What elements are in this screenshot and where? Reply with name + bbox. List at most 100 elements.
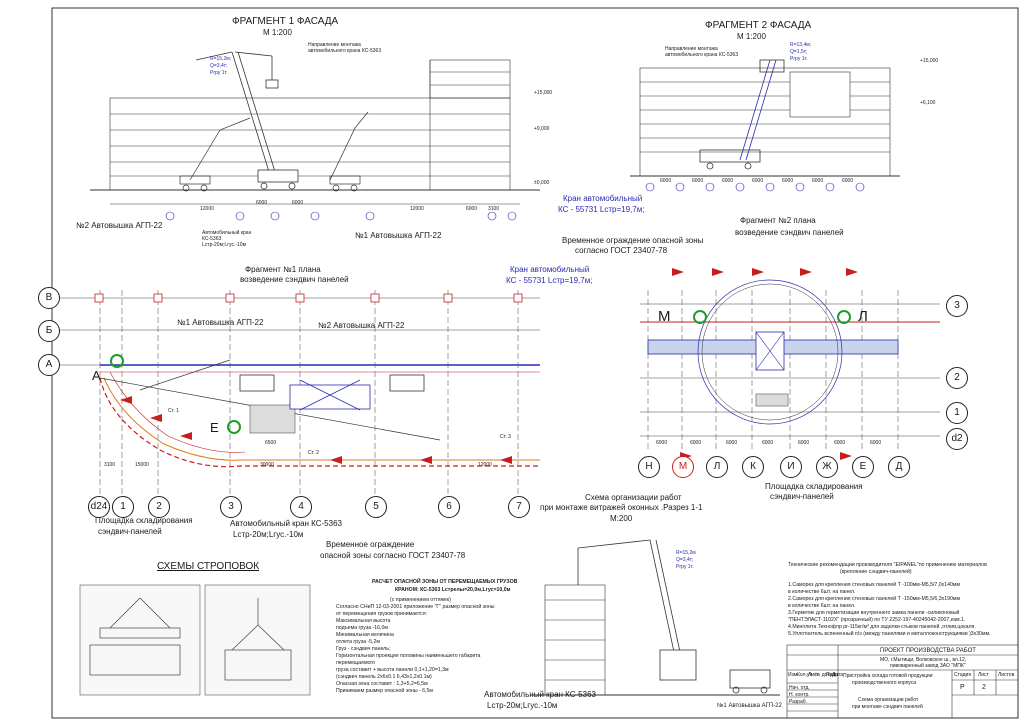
titleblock-col: Кол.уч <box>797 672 812 678</box>
plan2-row-axis: 2 <box>946 367 968 389</box>
notes-line: "ПЕНТЭЛАСТ-1102Х" (прозрачный) по ТУ 225… <box>788 617 966 623</box>
titleblock-role: Н. контр. <box>789 692 810 698</box>
plan2-dim: 6000 <box>690 440 702 446</box>
titleblock-col: Изм. <box>788 672 799 678</box>
plan1-crane-label: Автомобильный кран КС-5363 <box>230 519 342 528</box>
facade1-building <box>90 59 540 205</box>
facade2-crane-label: Кран автомобильный <box>563 194 643 203</box>
titleblock-stage-header: Стадия <box>954 672 972 678</box>
facade1-dim: 12000 <box>410 206 424 212</box>
facade1-lifts <box>179 111 369 192</box>
facade2-dim: 6000 <box>782 178 794 184</box>
calc-line: отлета груза -5,2м <box>336 639 380 645</box>
plan2-mark-l: Л <box>858 308 868 325</box>
titleblock-sheet-title: Схема организации работ <box>858 697 919 703</box>
plan2-crane-zone <box>697 279 843 425</box>
facade1-level-zero: ±0,000 <box>534 180 550 186</box>
facade1-crane-param-q: Q=3,4т; <box>210 63 228 69</box>
plan1-col-axis: 2 <box>148 496 170 518</box>
facade2-title: ФРАГМЕНТ 2 ФАСАДА <box>705 20 812 31</box>
plan2-col-axis: Д <box>888 456 910 478</box>
facade2-level-mid: +6,100 <box>920 100 936 106</box>
plan1-subtitle: возведение сэндвич панелей <box>240 275 349 284</box>
plan2-crane-label: Кран автомобильный <box>510 265 590 274</box>
notes-title: Технические рекомендации производителя "… <box>788 562 987 568</box>
calc-subtitle: КРАНОМ: КС-5363 Lстрелы=20,0м,Lгус=10,0м <box>395 587 511 593</box>
facade1-crane <box>195 51 299 190</box>
titleblock-col: Подп. <box>826 672 840 678</box>
facade2-building <box>630 67 900 177</box>
calc-line: груза составит + высота панели 0,1+1,20=… <box>336 667 449 673</box>
plan2-subtitle: возведение сэндвич панелей <box>735 228 844 237</box>
plan1-row-axis: В <box>38 287 60 309</box>
facade2-axis-markers <box>645 182 865 192</box>
facade2-crane <box>699 59 785 170</box>
facade2-level-top: +15,000 <box>920 58 939 64</box>
facade1-dim: 12000 <box>200 206 214 212</box>
plan2-col-axis: М <box>672 456 694 478</box>
plan2-markers-green <box>693 310 851 324</box>
titleblock-address: МО, г.Мытищи, Волковское ш., вл.12, <box>880 657 967 663</box>
facade1-dim: 6000 <box>292 200 304 206</box>
slinging-title: СХЕМЫ СТРОПОВОК <box>157 561 260 572</box>
plan1-col-axis: d24 <box>88 496 110 518</box>
titleblock-role: Нач. отд. <box>789 685 810 691</box>
facade2-dim: 6000 <box>752 178 764 184</box>
titleblock-project: ПРОЕКТ ПРОИЗВОДСТВА РАБОТ <box>880 648 976 654</box>
titleblock-col: Дата <box>832 672 844 678</box>
titleblock-stage: Р <box>960 684 965 691</box>
plan1-arrows <box>120 396 512 464</box>
plan1-station: Ст. 3 <box>500 434 511 440</box>
plan2-col-axis: Н <box>638 456 660 478</box>
plan2-dim: 6000 <box>762 440 774 446</box>
titleblock-col: Лист <box>808 672 819 678</box>
section-scale: М:200 <box>610 514 633 523</box>
plan1-crane <box>239 374 425 411</box>
calc-line: Максимальная высота <box>336 618 391 624</box>
calc-line: Груз - сэндвич панель; <box>336 646 391 652</box>
plan1-column-markers <box>94 293 523 303</box>
plan1-dim: 3100 <box>104 462 116 468</box>
section-crane-label: Автомобильный кран КС-5363 <box>484 690 596 699</box>
calc-line: Горизонтальная проекция половины наимень… <box>336 653 481 659</box>
plan1-lift1-label: №1 Автовышка АГП-22 <box>177 318 264 327</box>
facade1-crane-param-r: R=15,2м; <box>210 56 232 62</box>
facade1-scale: М 1:200 <box>263 28 292 37</box>
notes-line: в количестве 6шт. на панел. <box>788 589 856 595</box>
plan1-dim: 15000 <box>135 462 149 468</box>
plan1-crane-boom: Lстр-20м;Lгус.-10м <box>233 530 304 539</box>
facade2-crane-param-r: R=13,4м; <box>790 42 812 48</box>
plan1-markers-green <box>110 354 241 434</box>
calc-line: Принимаем размер опасной зоны - 6,5м <box>336 688 433 694</box>
calc-title: РАСЧЕТ ОПАСНОЙ ЗОНЫ ОТ ПЕРЕМЕЩАЕМЫХ ГРУЗ… <box>372 579 518 585</box>
facade1-dim: 3100 <box>488 206 500 212</box>
notes-line: 5.Уплотнитель вспененный п/э (между пане… <box>788 631 991 637</box>
section-title2: при монтаже витражей оконных .Разрез 1-1 <box>540 503 703 512</box>
plan1-col-axis: 3 <box>220 496 242 518</box>
plan1-hazard-zone <box>99 359 540 468</box>
calc-line: (с применением оттяжек) <box>390 597 451 603</box>
plan1-station: Ст. 2 <box>308 450 319 456</box>
titleblock-address2: пивоваренный завод ЗАО "МПК" <box>890 663 966 669</box>
facade2-crane-param-p: Pгру 1т. <box>790 56 808 62</box>
notes-subtitle: (крепление сэндвич-панелей) <box>840 569 912 575</box>
plan1-dim: 30000 <box>260 462 274 468</box>
facade1-lift1-label: №1 Автовышка АГП-22 <box>355 231 442 240</box>
notes-line: 3.Герметик для герметизации внутреннего … <box>788 610 960 616</box>
titleblock-sheets-header: Листов <box>998 672 1015 678</box>
facade1-level-top: +15,000 <box>534 90 553 96</box>
plan2-dim: 6000 <box>726 440 738 446</box>
plan1-mark-e: Е <box>210 420 219 435</box>
slinging-frames <box>79 584 311 696</box>
plan2-mark-m: М <box>658 308 671 325</box>
facade1-lift2-label: №2 Автовышка АГП-22 <box>76 221 163 230</box>
facade2-dim: 6000 <box>660 178 672 184</box>
facade1-title: ФРАГМЕНТ 1 ФАСАДА <box>232 16 339 27</box>
facade1-axis-markers <box>165 211 517 221</box>
plan2-col-axis: И <box>780 456 802 478</box>
plan2-col-axis: К <box>742 456 764 478</box>
plan2-dim: 6000 <box>656 440 668 446</box>
titleblock-object2: производственного корпуса <box>852 680 917 686</box>
plan2-row-axis: 1 <box>946 402 968 424</box>
plan1-fence-label2: опасной зоны согласно ГОСТ 23407-78 <box>320 551 466 560</box>
